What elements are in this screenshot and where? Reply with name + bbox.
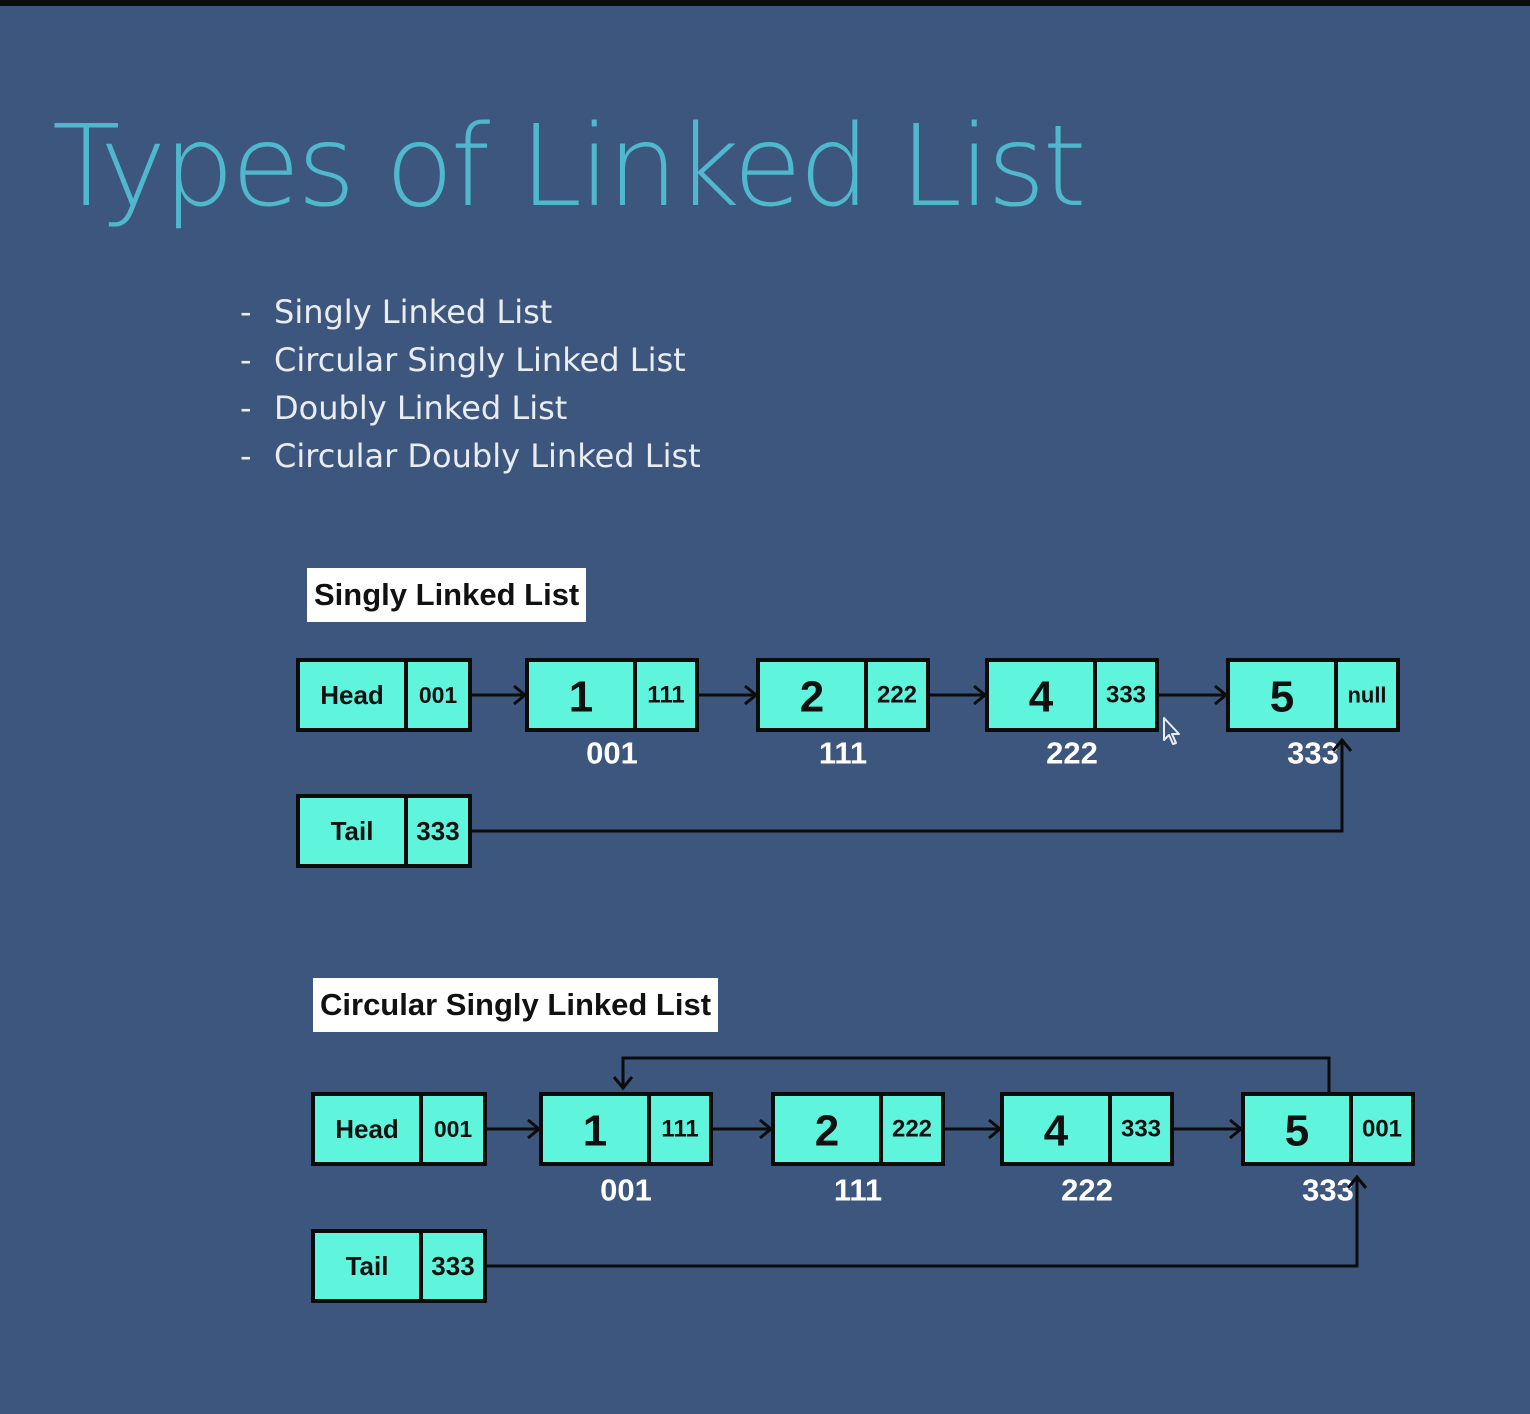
circular-node-address: 001	[600, 1173, 652, 1208]
circular-tail-arrow	[487, 1177, 1359, 1268]
singly-node-next-cell	[1334, 658, 1400, 732]
circular-node-next: 222	[892, 1116, 932, 1143]
bullet-list: -Singly Linked List -Circular Singly Lin…	[240, 288, 701, 480]
circular-node-value: 5	[1285, 1107, 1309, 1156]
bullet-item: -Circular Singly Linked List	[240, 336, 701, 384]
bullet-text: Circular Doubly Linked List	[274, 437, 701, 475]
singly-tail-arrow	[472, 740, 1344, 833]
circular-wrap-arrow	[621, 1056, 1331, 1092]
circular-head-arrowhead	[527, 1118, 542, 1140]
singly-node-next-cell	[633, 658, 699, 732]
singly-node-value-cell	[985, 658, 1097, 732]
circular-head-pointer: 001	[434, 1116, 473, 1142]
circular-node-next: 333	[1121, 1116, 1161, 1143]
circular-head-label: Head	[335, 1114, 399, 1144]
singly-node-next: 222	[877, 682, 917, 709]
bullet-text: Circular Singly Linked List	[274, 341, 686, 379]
bullet-item: -Circular Doubly Linked List	[240, 432, 701, 480]
singly-node-address: 333	[1287, 736, 1339, 771]
singly-next-arrowhead	[973, 684, 988, 706]
circular-node-value: 2	[815, 1107, 839, 1156]
mouse-cursor-icon	[1163, 717, 1180, 745]
singly-node-next: 111	[647, 682, 684, 709]
circular-node-value-cell	[539, 1092, 651, 1166]
circular-next-arrowhead	[988, 1118, 1003, 1140]
singly-next-arrowhead	[744, 684, 759, 706]
bullet-dash: -	[240, 293, 252, 331]
circular-tail-pointer: 333	[431, 1251, 474, 1281]
top-border	[0, 0, 1530, 6]
singly-node-value: 5	[1270, 673, 1294, 722]
circular-next-arrowhead	[759, 1118, 774, 1140]
singly-head-label: Head	[320, 680, 384, 710]
circular-node-next: 001	[1362, 1116, 1402, 1143]
singly-next-arrowhead	[1214, 684, 1229, 706]
circular-node-value-cell	[771, 1092, 883, 1166]
singly-node-next: null	[1347, 683, 1386, 708]
singly-node-address: 111	[819, 736, 867, 771]
singly-tail-arrowhead	[1331, 737, 1353, 752]
circular-node-next-cell	[647, 1092, 713, 1166]
slide-title: Types of Linked List	[52, 102, 1087, 232]
singly-node-next-cell	[864, 658, 930, 732]
singly-tail-label: Tail	[331, 816, 374, 846]
circular-node-next: 111	[661, 1116, 698, 1143]
circular-node-value-cell	[1000, 1092, 1112, 1166]
singly-node-address: 001	[586, 736, 638, 771]
singly-head-name-cell	[296, 658, 408, 732]
bullet-text: Singly Linked List	[274, 293, 553, 331]
circular-tail-arrowhead	[1346, 1174, 1368, 1189]
singly-head-pointer-cell	[404, 658, 472, 732]
bullet-dash: -	[240, 437, 252, 475]
circular-node-next-cell	[1349, 1092, 1415, 1166]
singly-node-value: 1	[569, 673, 593, 722]
circular-list-label: Circular Singly Linked List	[313, 978, 719, 1032]
circular-tail-pointer-cell	[419, 1229, 487, 1303]
bullet-item: -Doubly Linked List	[240, 384, 701, 432]
circular-wrap-arrowhead	[612, 1076, 634, 1091]
bullet-text: Doubly Linked List	[274, 389, 568, 427]
singly-tail-pointer-cell	[404, 794, 472, 868]
singly-tail-pointer: 333	[416, 816, 459, 846]
circular-node-next-cell	[1108, 1092, 1174, 1166]
singly-node-next-cell	[1093, 658, 1159, 732]
circular-node-address: 111	[834, 1173, 882, 1208]
circular-tail-label: Tail	[346, 1251, 389, 1281]
bullet-dash: -	[240, 341, 252, 379]
singly-node-next: 333	[1106, 682, 1146, 709]
circular-node-address: 222	[1061, 1173, 1113, 1208]
bullet-item: -Singly Linked List	[240, 288, 701, 336]
circular-next-arrowhead	[1229, 1118, 1244, 1140]
singly-node-value: 2	[800, 673, 824, 722]
singly-head-arrowhead	[513, 684, 528, 706]
circular-node-address: 333	[1302, 1173, 1354, 1208]
circular-node-value: 4	[1044, 1107, 1069, 1156]
circular-node-next-cell	[879, 1092, 945, 1166]
circular-node-value: 1	[583, 1107, 607, 1156]
singly-list-label: Singly Linked List	[307, 568, 587, 622]
circular-head-pointer-cell	[419, 1092, 487, 1166]
circular-head-name-cell	[311, 1092, 423, 1166]
singly-head-pointer: 001	[419, 682, 458, 708]
singly-node-value: 4	[1029, 673, 1054, 722]
bullet-dash: -	[240, 389, 252, 427]
singly-node-value-cell	[1226, 658, 1338, 732]
singly-node-address: 222	[1046, 736, 1098, 771]
